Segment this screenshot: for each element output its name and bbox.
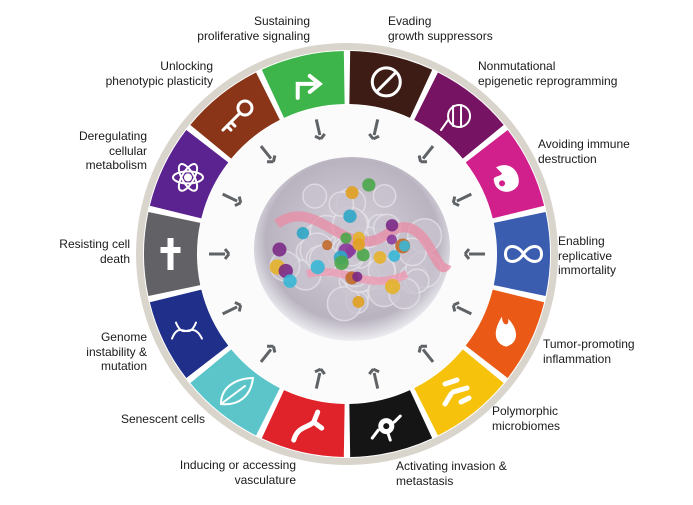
blood-vessel-icon xyxy=(291,409,325,443)
hallmark-segment xyxy=(493,211,550,297)
hallmark-label-line: mutation xyxy=(100,359,147,373)
hallmark-segment xyxy=(149,289,229,379)
hallmark-label-line: inflammation xyxy=(543,351,612,366)
inward-arrow-icon xyxy=(222,192,243,207)
inward-arrow-icon xyxy=(259,145,277,164)
atom-icon xyxy=(171,163,204,192)
hallmark-segment xyxy=(349,51,433,118)
no-entry-icon xyxy=(370,66,402,98)
key-icon xyxy=(221,99,254,132)
hallmark-label-line: immortality xyxy=(558,263,617,277)
hallmark-label-line: Resisting cell xyxy=(59,237,130,251)
leaf-icon xyxy=(219,376,255,406)
hallmark-label-line: Sustaining xyxy=(253,14,310,28)
hallmark-label: Activating invasion &metastasis xyxy=(396,459,507,488)
infinity-icon xyxy=(503,245,544,263)
invading-cell-icon xyxy=(370,414,402,442)
hallmark-label-line: metastasis xyxy=(396,473,454,488)
flame-icon xyxy=(495,316,517,347)
inward-arrow-icon xyxy=(222,301,243,316)
inward-arrow-icon xyxy=(417,344,435,363)
inward-arrow-icon xyxy=(259,344,277,363)
hallmark-label-line: epigenetic reprogramming xyxy=(478,73,618,88)
hallmark-label-line: Polymorphic xyxy=(492,404,559,418)
hallmark-segment xyxy=(190,72,280,159)
hallmark-segment xyxy=(414,72,504,159)
inward-arrow-icon xyxy=(314,367,326,389)
inward-arrow-icon xyxy=(368,119,380,141)
hallmark-label-line: Evading xyxy=(388,14,432,28)
hallmark-label-line: growth suppressors xyxy=(388,28,493,43)
chromatin-icon xyxy=(440,104,472,132)
hallmark-label-line: Enabling xyxy=(558,234,605,248)
hallmark-label: Senescent cells xyxy=(121,412,205,427)
hallmark-segment xyxy=(465,289,545,379)
hallmark-label-line: vasculature xyxy=(234,472,296,487)
inward-arrow-icon xyxy=(451,192,472,207)
tumor-illustration xyxy=(254,157,452,341)
hallmark-label-line: Deregulating xyxy=(78,129,147,143)
hallmark-label-line: Nonmutational xyxy=(478,59,556,73)
hallmark-segment xyxy=(261,51,345,118)
hallmark-segment xyxy=(414,349,504,436)
inward-arrow-icon xyxy=(368,367,380,389)
hallmark-segment xyxy=(149,129,229,219)
hallmark-label-line: instability & xyxy=(86,344,147,359)
hallmark-label-line: destruction xyxy=(538,151,597,166)
hallmark-label-line: Avoiding immune xyxy=(538,137,630,151)
inward-arrow-icon xyxy=(451,301,472,316)
dna-icon xyxy=(170,321,203,340)
hallmark-label-line: Senescent cells xyxy=(120,412,205,426)
hallmark-segment xyxy=(144,211,201,297)
hallmark-segment xyxy=(465,129,545,219)
hallmark-label-line: Unlocking xyxy=(160,59,213,73)
hallmark-label-line: phenotypic plasticity xyxy=(105,73,213,88)
inward-arrow-icon xyxy=(417,145,435,164)
hallmark-label-line: Tumor-promoting xyxy=(543,337,635,351)
hallmark-label-line: replicative xyxy=(558,248,613,263)
hallmark-label-line: death xyxy=(99,251,130,266)
inward-arrow-icon xyxy=(314,119,326,141)
hallmark-segment xyxy=(261,390,345,457)
inward-arrow-icon xyxy=(209,248,231,260)
arrow-icon xyxy=(295,73,323,100)
hallmark-label-line: Genome xyxy=(100,330,147,344)
hallmark-label-line: metabolism xyxy=(85,158,147,172)
hallmark-label-line: Inducing or accessing xyxy=(179,458,296,472)
cross-icon xyxy=(160,238,181,270)
hallmark-label-line: Activating invasion & xyxy=(396,459,507,473)
bacteria-icon xyxy=(442,377,472,407)
hallmark-segment xyxy=(190,349,280,436)
hallmark-label-line: proliferative signaling xyxy=(197,28,310,43)
hallmark-label-line: microbiomes xyxy=(492,418,561,433)
inward-arrow-icon xyxy=(463,248,485,260)
hallmark-label-line: cellular xyxy=(108,143,147,158)
hallmark-segment xyxy=(349,390,433,457)
immune-cell-icon xyxy=(493,165,519,192)
